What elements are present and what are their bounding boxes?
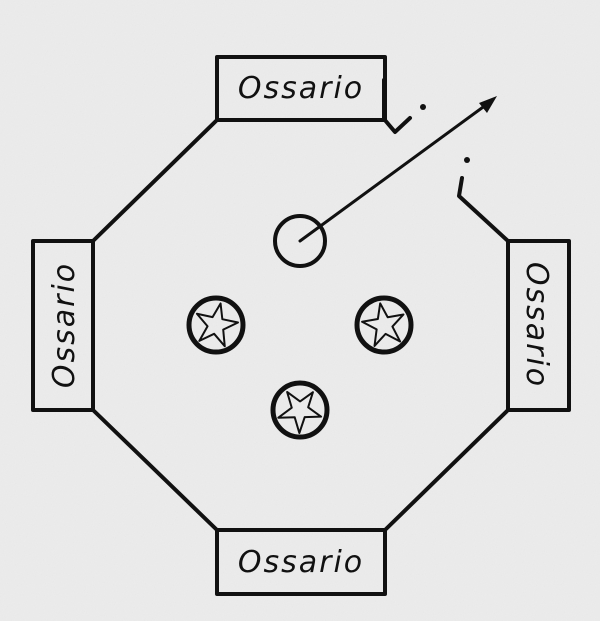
ossuary-right-label: Ossario [519, 262, 554, 388]
star-tomb-right [354, 295, 414, 355]
ossuary-top: Ossario [215, 55, 387, 122]
door-marks [420, 104, 470, 163]
star-icon [361, 302, 405, 347]
octagon-walls [91, 78, 510, 532]
ossuary-bottom: Ossario [215, 528, 387, 596]
entrance-arrow [298, 96, 497, 243]
well-circle [273, 214, 327, 268]
ossuary-right: Ossario [506, 239, 571, 412]
star-tomb-bottom [270, 380, 330, 440]
ossuary-top-label: Ossario [238, 71, 364, 106]
ossuary-bottom-label: Ossario [238, 545, 364, 580]
ossuary-left: Ossario [31, 239, 95, 412]
ossuary-left-label: Ossario [47, 262, 82, 388]
star-icon [277, 390, 323, 435]
star-tomb-left [186, 295, 246, 355]
star-icon [195, 302, 239, 348]
